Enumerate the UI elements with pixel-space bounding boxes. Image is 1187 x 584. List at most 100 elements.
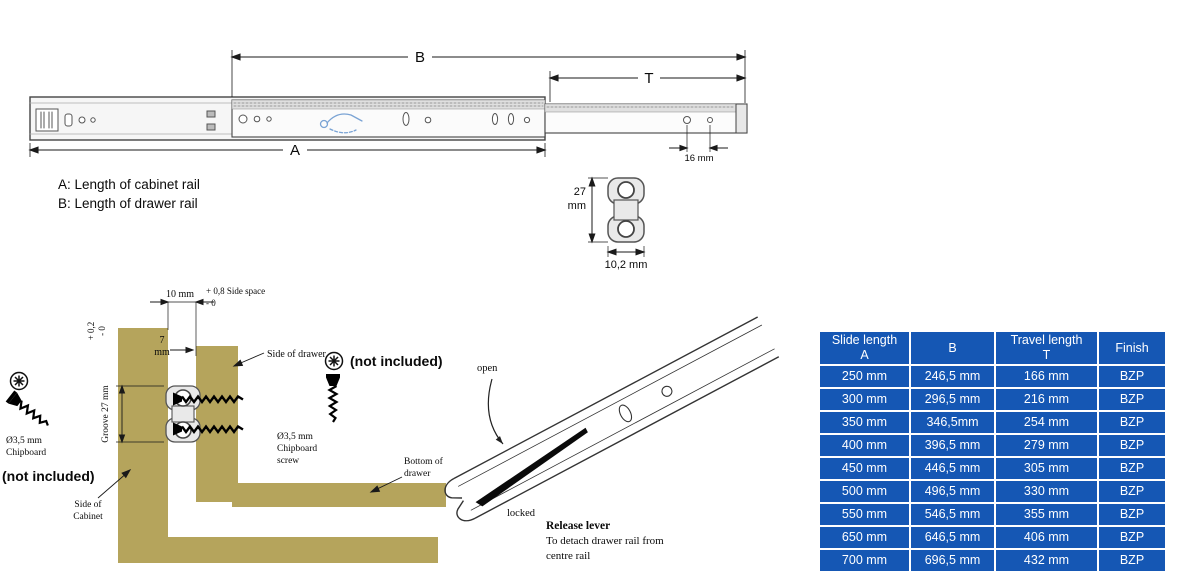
pozidriv-symbol-left: [9, 371, 29, 391]
dimension-lines: [28, 50, 747, 157]
spec-table-cell: 305 mm: [994, 456, 1099, 481]
mounting-screw-bottom: [173, 422, 244, 436]
bottom-of-drawer-label-1: Bottom of: [404, 456, 444, 467]
dim-7-label: 7: [160, 335, 165, 346]
legend-b: B: Length of drawer rail: [58, 196, 198, 211]
release-lever-title: Release lever: [546, 520, 610, 532]
not-included-left: (not included): [2, 468, 95, 484]
release-lever-desc-1: To detach drawer rail from: [546, 535, 664, 547]
spec-table-cell: 696,5 mm: [909, 548, 996, 573]
dim-a-label: A: [290, 142, 300, 159]
screw-right-size: Ø3,5 mm: [277, 432, 314, 442]
not-included-right: (not included): [350, 353, 443, 369]
rail-cross-section: 27 mm 10,2 mm: [568, 176, 647, 271]
installation-diagram: 10 mm + 0,8 Side space - 0 7 mm + 0,2 - …: [2, 286, 446, 563]
mounting-screw-top: [173, 392, 244, 406]
release-lever-arm: [475, 427, 588, 507]
rail-lever-sketch: [319, 113, 363, 134]
spec-table-cell: 350 mm: [818, 410, 911, 435]
spec-table-cell: BZP: [1097, 548, 1167, 573]
dim-16mm-label: 16 mm: [684, 153, 713, 164]
spec-table-cell: 216 mm: [994, 387, 1099, 412]
tol-groove-lower: - 0: [97, 326, 107, 336]
screw-right-word: screw: [277, 456, 299, 466]
header-a-text: A: [860, 348, 869, 362]
rail-end-cap: [735, 103, 748, 134]
spec-table-cell: 700 mm: [818, 548, 911, 573]
spec-table-cell: BZP: [1097, 479, 1167, 504]
rail-slot-hole: [618, 404, 633, 423]
dim-groove: [116, 384, 164, 444]
rail-holes: [64, 110, 713, 131]
ball-bearing-bottom: [617, 220, 635, 238]
screw-right-type: Chipboard: [277, 444, 317, 454]
spec-table-cell: 406 mm: [994, 525, 1099, 550]
spec-table-cell: 166 mm: [994, 364, 1099, 389]
spec-table-cell: 432 mm: [994, 548, 1099, 573]
spec-table-cell: BZP: [1097, 364, 1167, 389]
screw-left-type: Chipboard: [6, 448, 46, 458]
spec-table-cell: 446,5 mm: [909, 456, 996, 481]
spec-table-cell: 300 mm: [818, 387, 911, 412]
spec-table-cell: BZP: [1097, 410, 1167, 435]
ball-bearing-top: [617, 181, 635, 199]
spec-table-cell: 646,5 mm: [909, 525, 996, 550]
header-travel-length-text: Travel length: [1010, 333, 1083, 347]
release-lever-diagram: open locked Release lever To detach draw…: [444, 316, 780, 562]
release-lever-rail: [444, 316, 780, 522]
side-of-drawer-label: Side of drawer: [267, 349, 327, 360]
tol-side-space: + 0,8 Side space: [206, 286, 265, 296]
slide-rail-drawing: [29, 96, 748, 141]
col-header-finish: Finish: [1097, 330, 1167, 366]
slide-profile-section: [165, 385, 201, 443]
open-motion-arrow: [487, 378, 504, 445]
header-slide-length-text: Slide length: [831, 333, 898, 347]
spec-table-cell: BZP: [1097, 502, 1167, 527]
dim-b-label: B: [415, 49, 425, 66]
spec-table-cell: BZP: [1097, 456, 1167, 481]
groove-label: Groove 27 mm: [101, 385, 111, 443]
cabinet-bottom-board: [118, 537, 438, 563]
spec-table-cell: 330 mm: [994, 479, 1099, 504]
chipboard-screw-left: [5, 390, 49, 426]
cross-section-height-value: 27: [574, 186, 586, 198]
tol-side-space-lower: - 0: [206, 298, 216, 308]
col-header-b: B: [909, 330, 996, 366]
spec-table-cell: 496,5 mm: [909, 479, 996, 504]
spec-table-cell: 250 mm: [818, 364, 911, 389]
chipboard-screw-right: [326, 374, 340, 423]
spec-table-cell: 246,5 mm: [909, 364, 996, 389]
header-b-text: B: [948, 340, 957, 355]
dim-t-label: T: [644, 70, 653, 87]
cross-section-height-unit: mm: [568, 200, 586, 212]
open-label: open: [477, 363, 498, 374]
spec-table-cell: 550 mm: [818, 502, 911, 527]
spec-table-cell: 254 mm: [994, 410, 1099, 435]
spec-table-cell: BZP: [1097, 387, 1167, 412]
header-t-text: T: [1042, 348, 1051, 362]
dim-10mm-label: 10 mm: [166, 289, 194, 300]
spec-table-cell: BZP: [1097, 433, 1167, 458]
bottom-of-drawer-label-2: drawer: [404, 469, 431, 479]
pozidriv-symbol-right: [324, 351, 344, 371]
header-finish-text: Finish: [1115, 340, 1149, 355]
cabinet-side-board: [118, 328, 168, 562]
release-lever-desc-2: centre rail: [546, 550, 590, 562]
spec-table-cell: 546,5 mm: [909, 502, 996, 527]
drawer-side-board: [196, 346, 238, 502]
dim-10mm: [150, 298, 214, 356]
tol-groove-upper: + 0,2: [86, 322, 96, 341]
locked-label: locked: [507, 508, 536, 519]
spec-table-cell: 450 mm: [818, 456, 911, 481]
